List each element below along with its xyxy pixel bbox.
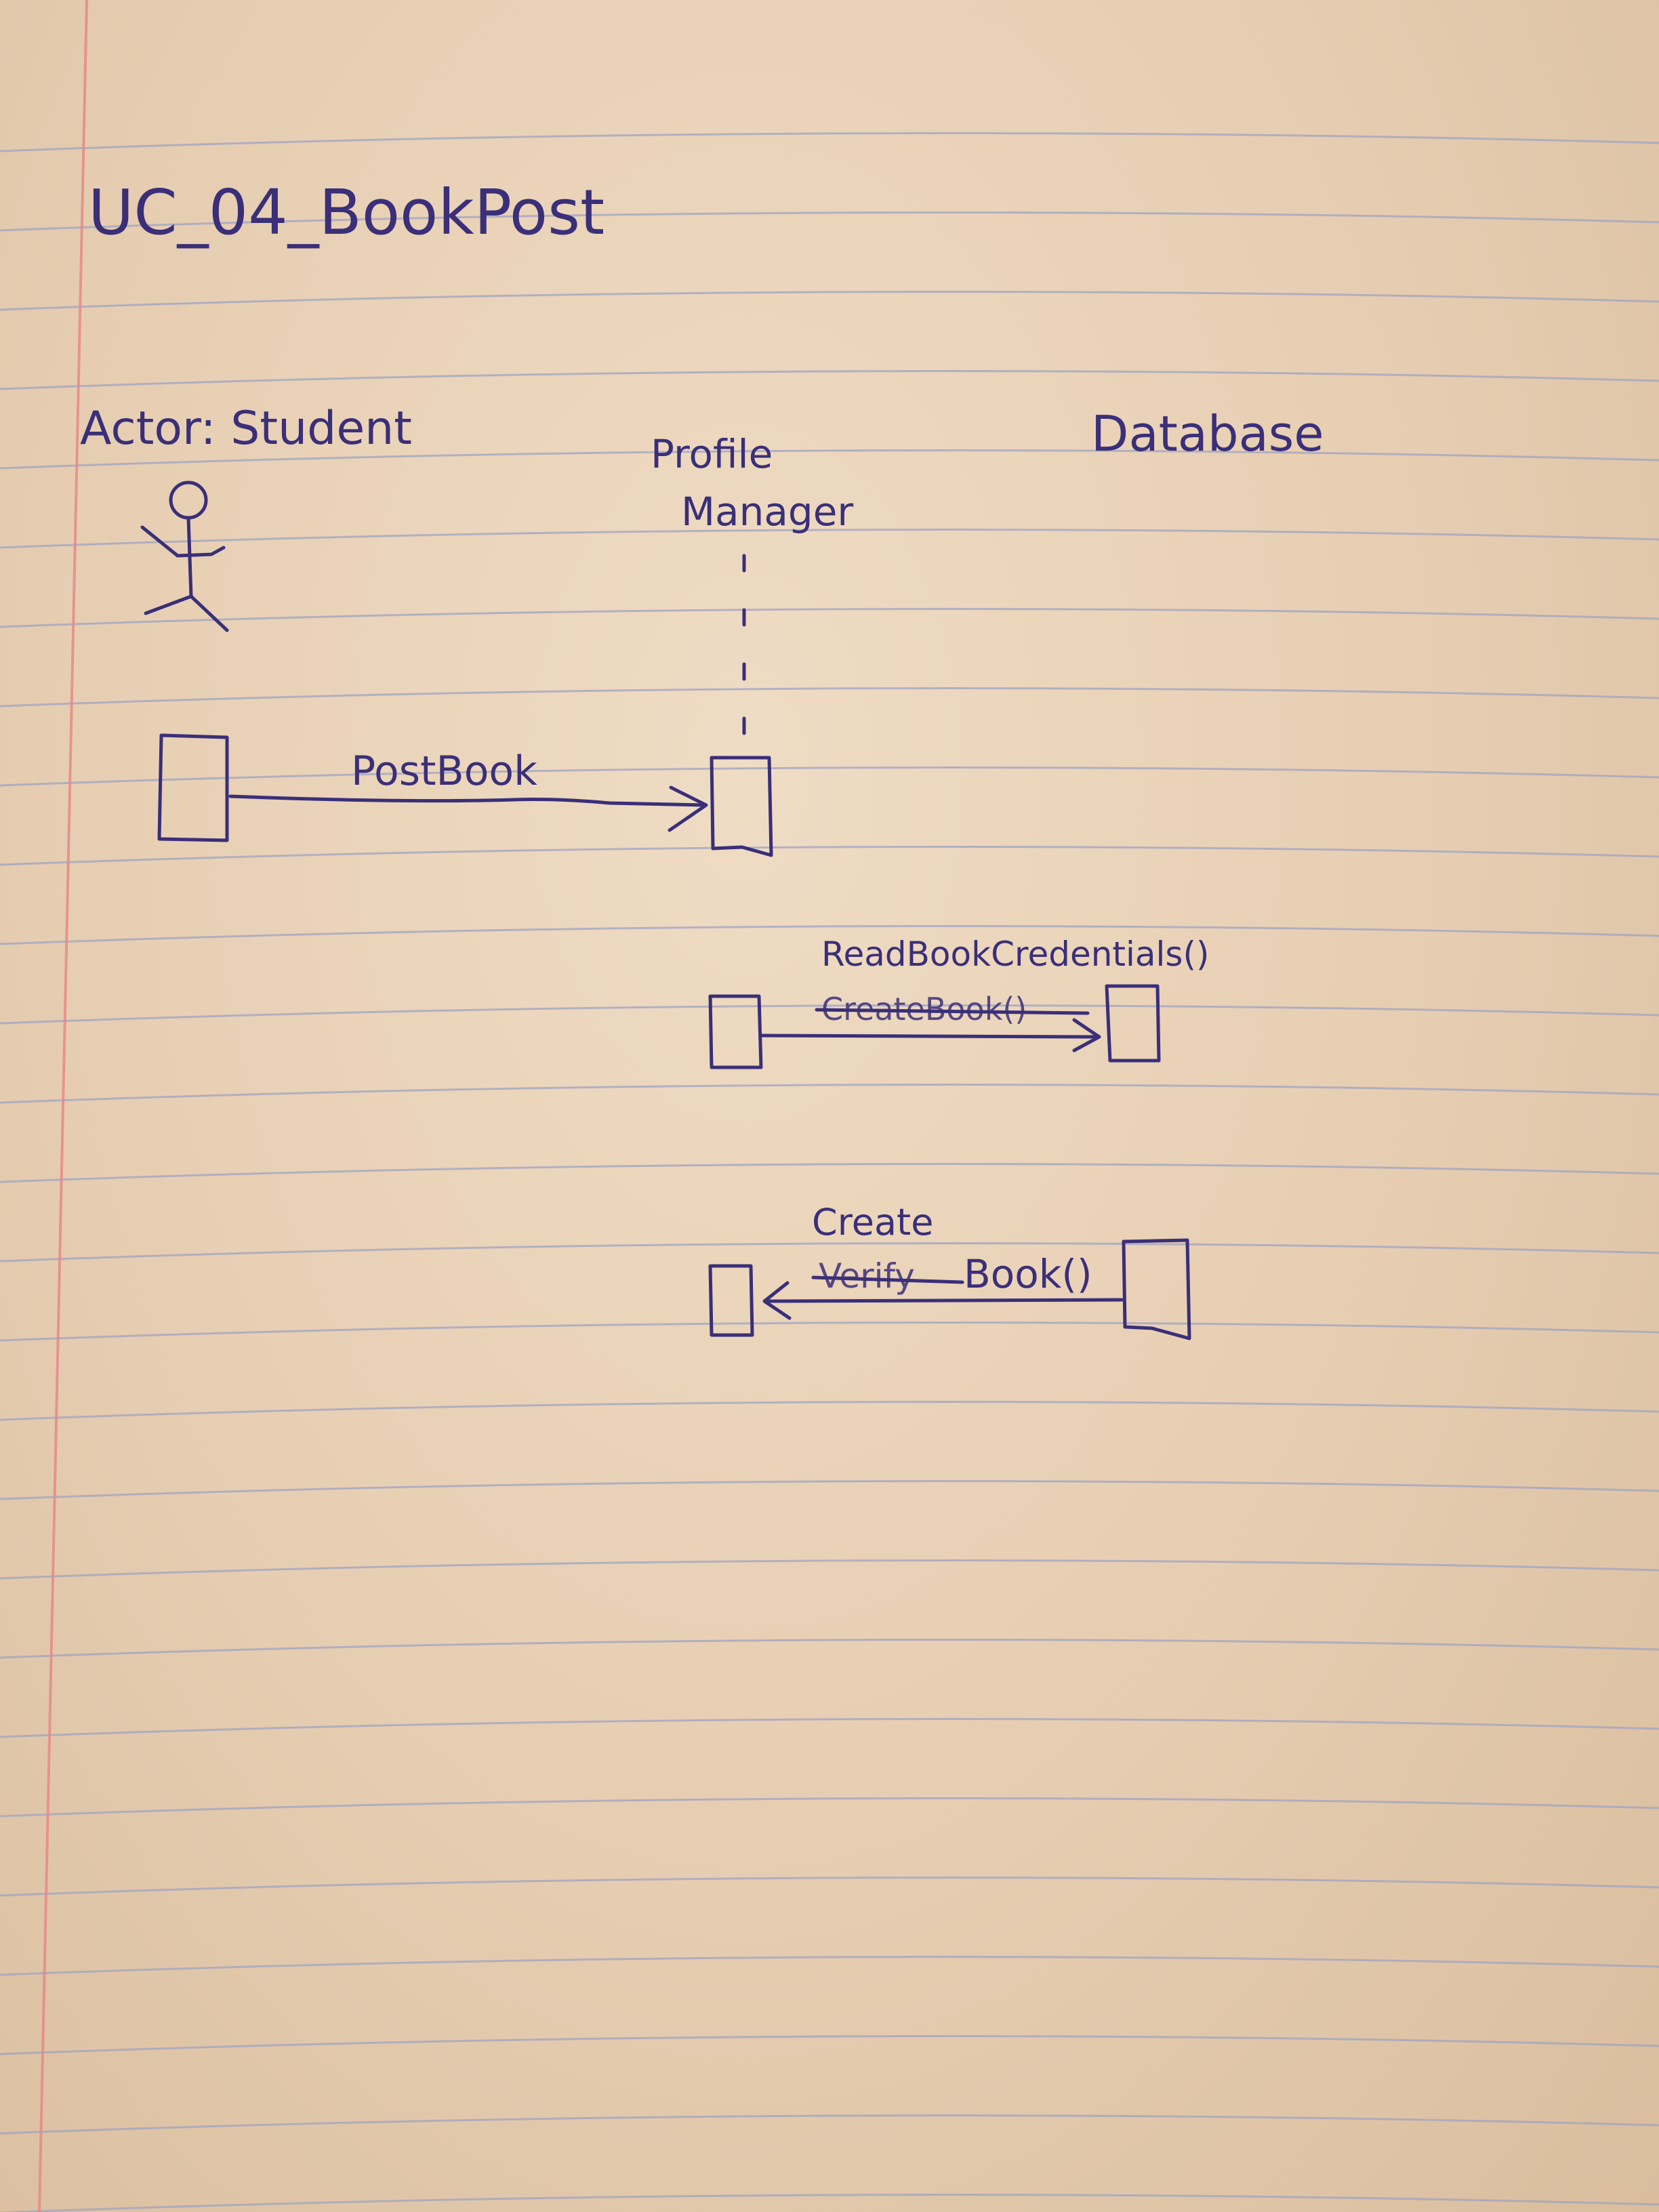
ruled-line [0, 1163, 1659, 1183]
ruled-line [0, 449, 1659, 470]
database-activation-box-1 [1105, 984, 1161, 1063]
message-label-readbookcredentials: ReadBookCredentials() [821, 935, 1210, 974]
ruled-line [0, 132, 1659, 152]
message-struck-label-verify: Verify [819, 1256, 915, 1296]
ruled-line [0, 1242, 1659, 1263]
ruled-lines [0, 132, 1659, 2212]
ruled-line [0, 1639, 1659, 1659]
ruled-line [0, 2194, 1659, 2212]
message-label-create: Create [812, 1201, 933, 1244]
ruled-line [0, 1401, 1659, 1421]
diagram-title: UC_04_BookPost [88, 176, 605, 249]
ruled-line [0, 291, 1659, 311]
manager-activation-box-1 [710, 756, 773, 857]
ruled-line [0, 211, 1659, 232]
ruled-line [0, 1797, 1659, 1818]
manager-label-line1: Profile [651, 431, 773, 477]
manager-activation-box-2 [708, 994, 763, 1069]
ruled-line [0, 925, 1659, 945]
actor-activation-box [157, 733, 229, 842]
strikethrough-line [815, 1008, 1090, 1015]
manager-label-line2: Manager [681, 489, 853, 535]
ruled-line [0, 1480, 1659, 1500]
ruled-line [0, 1718, 1659, 1738]
ruled-line [0, 608, 1659, 628]
actor-stick-figure-icon [140, 480, 229, 632]
ruled-line [0, 1004, 1659, 1025]
ruled-line [0, 1559, 1659, 1580]
ruled-line [0, 1322, 1659, 1342]
ruled-line [0, 1877, 1659, 1897]
ruled-line [0, 2035, 1659, 2055]
database-activation-box-2 [1122, 1238, 1191, 1340]
ruled-line [0, 370, 1659, 390]
database-label: Database [1091, 405, 1324, 462]
manager-activation-box-3 [708, 1264, 754, 1337]
ruled-line [0, 2114, 1659, 2135]
ruled-line [0, 846, 1659, 866]
message-arrow-readbookcredentials [760, 1018, 1101, 1052]
strikethrough-line-verify [811, 1275, 964, 1284]
ruled-line [0, 687, 1659, 708]
margin-line [38, 0, 88, 2212]
message-label-book-suffix: Book() [964, 1251, 1092, 1297]
ruled-line [0, 766, 1659, 787]
ruled-line [0, 1084, 1659, 1104]
actor-label: Actor: Student [80, 402, 412, 455]
message-arrow-postbook [228, 785, 708, 832]
message-arrow-createbook [762, 1281, 1124, 1320]
ruled-line [0, 529, 1659, 549]
message-label-postbook: PostBook [351, 747, 537, 795]
ruled-line [0, 1956, 1659, 1976]
